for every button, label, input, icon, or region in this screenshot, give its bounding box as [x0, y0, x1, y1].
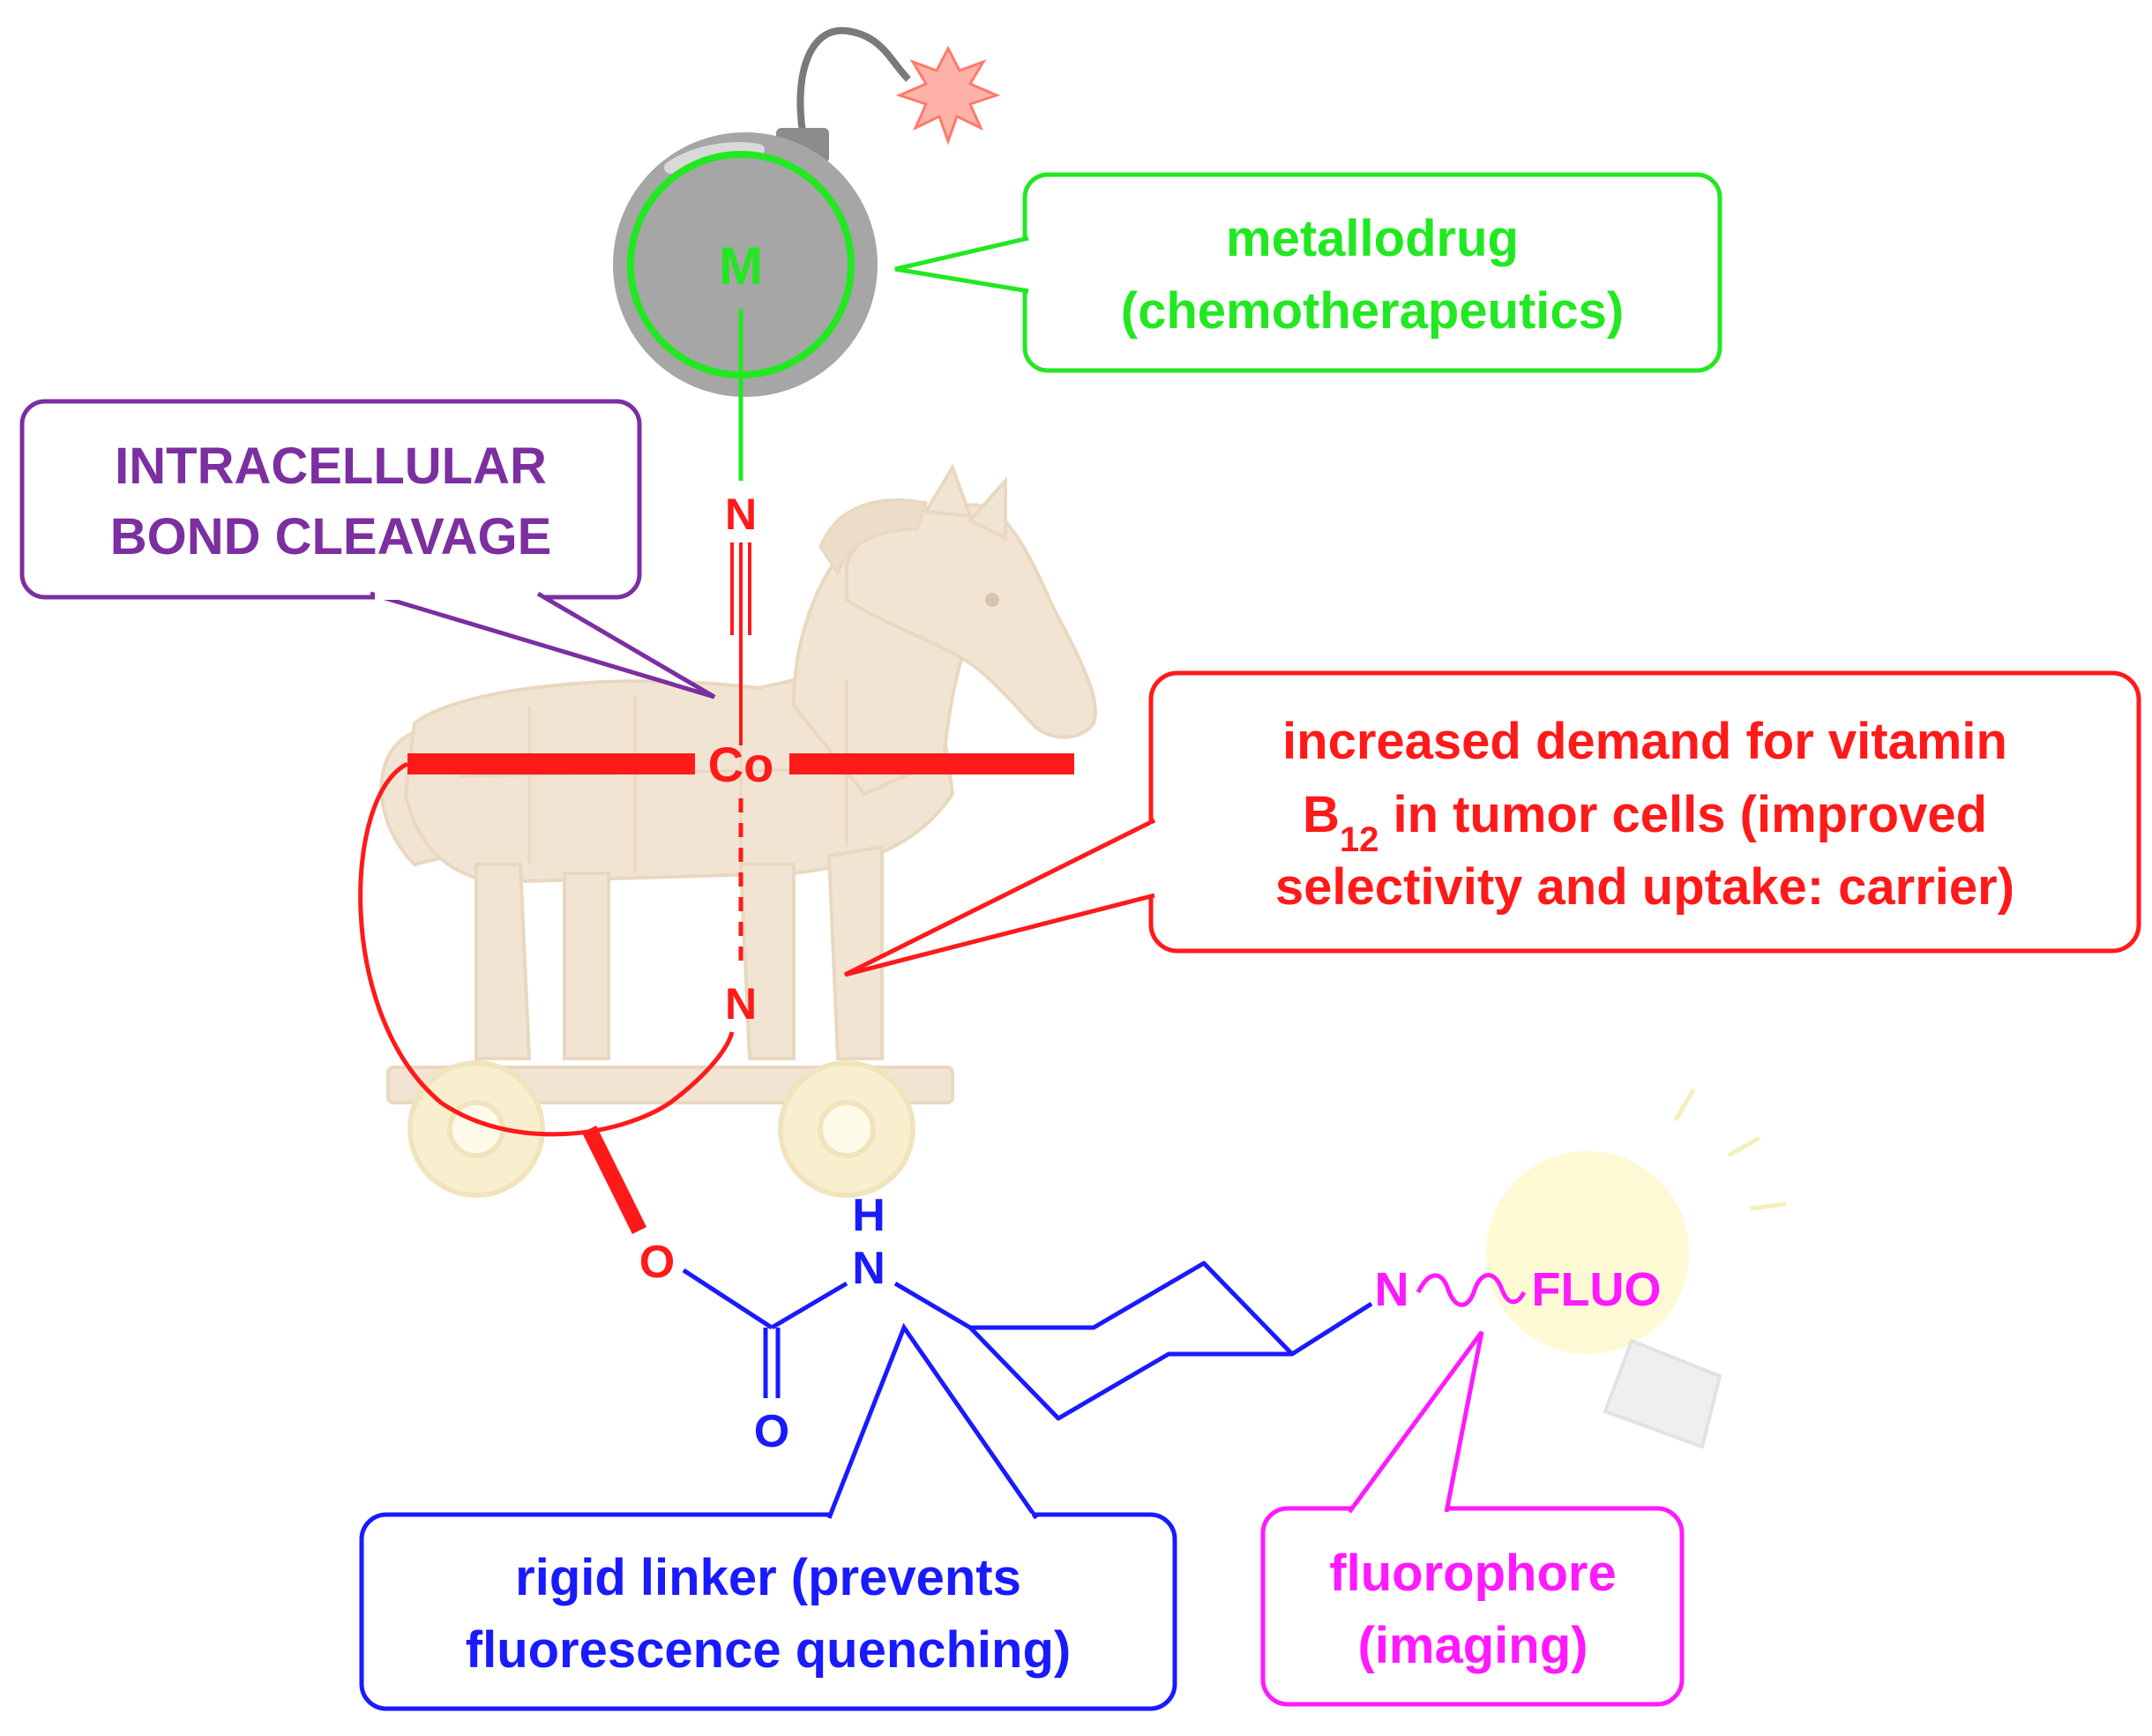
- callout-linker-line2: fluorescence quenching): [466, 1621, 1071, 1679]
- fluo-label: FLUO: [1532, 1263, 1662, 1316]
- linker-group: O H N: [682, 1190, 1373, 1457]
- o-to-carbonyl-bond: [682, 1268, 773, 1330]
- callout-vitamin-line3: selectivity and uptake: carrier): [1275, 858, 2014, 916]
- nitrile-n-label: N: [725, 490, 757, 539]
- ester-wedge-bond: [581, 1126, 647, 1234]
- callout-metallodrug: metallodrug (chemotherapeutics): [894, 172, 1722, 373]
- b12-core: N Co N O: [358, 490, 1074, 1288]
- callout-metallodrug-box: [1022, 172, 1722, 373]
- callout-linker-box: [359, 1512, 1177, 1711]
- cobalt-label: Co: [708, 737, 774, 792]
- amide-n-label: N: [852, 1243, 885, 1294]
- callout-fluorophore: fluorophore (imaging): [1260, 1330, 1685, 1707]
- callout-vitamin-line1: increased demand for vitamin: [1282, 713, 2007, 770]
- callout-fluorophore-line2: (imaging): [1358, 1617, 1588, 1674]
- carbonyl-to-n-bond: [770, 1281, 848, 1330]
- bomb-icon: [613, 26, 911, 397]
- callout-cleavage: INTRACELLULAR BOND CLEAVAGE: [19, 399, 716, 700]
- fluo-n-label: N: [1375, 1263, 1409, 1316]
- wavy-bond: [1416, 1273, 1527, 1307]
- metallodrug-group: M: [627, 151, 855, 481]
- callout-linker: rigid linker (prevents fluorescence quen…: [359, 1322, 1177, 1711]
- ring-to-n-bond: [1290, 1301, 1373, 1357]
- carbonyl-o-label: O: [754, 1406, 789, 1457]
- ester-o-label: O: [639, 1237, 675, 1288]
- callout-linker-line1: rigid linker (prevents: [515, 1549, 1021, 1606]
- amide-h-label: H: [852, 1190, 885, 1241]
- n-to-ring-bond: [893, 1281, 972, 1330]
- callout-metallodrug-line2: (chemotherapeutics): [1121, 282, 1624, 340]
- axial-n-label: N: [725, 979, 757, 1029]
- callout-vitamin-box: [1148, 670, 2141, 954]
- callout-fluorophore-box: [1260, 1506, 1685, 1707]
- callout-fluorophore-line1: fluorophore: [1329, 1545, 1616, 1602]
- callout-vitamin-line2: B12 in tumor cells (improved: [1303, 786, 1987, 859]
- callout-vitamin: increased demand for vitamin B12 in tumo…: [843, 670, 2141, 977]
- callout-cleavage-line1: INTRACELLULAR: [115, 438, 547, 495]
- spark-icon: [895, 45, 1001, 146]
- cyclohexane-ring: [968, 1261, 1295, 1421]
- callout-cleavage-line2: BOND CLEAVAGE: [110, 508, 552, 565]
- metal-atom-label: M: [719, 236, 763, 296]
- fluorophore-group: N FLUO: [1375, 1263, 1662, 1316]
- nucleotide-loop: [358, 761, 735, 1137]
- callout-metallodrug-line1: metallodrug: [1226, 210, 1519, 267]
- callout-cleavage-box: [19, 399, 642, 600]
- light-bulb-icon: [1486, 1088, 1787, 1449]
